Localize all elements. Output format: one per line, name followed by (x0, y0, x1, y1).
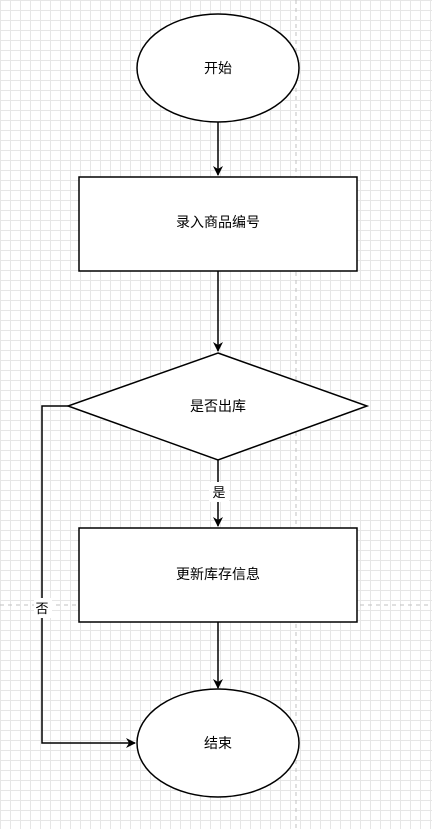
yes-label-bg (209, 482, 229, 502)
decision-diamond (65, 352, 370, 461)
no-label: 否 (35, 602, 48, 617)
start-ellipse (136, 13, 300, 123)
update-label: 更新库存信息 (176, 566, 260, 583)
yes-label: 是 (212, 486, 225, 501)
decision-node[interactable]: 是否出库 (65, 352, 370, 461)
start-node[interactable]: 开始 (136, 13, 300, 123)
no-label-bg (34, 598, 52, 618)
input-rect (78, 176, 358, 272)
input-node[interactable]: 录入商品编号 (78, 176, 358, 272)
end-ellipse (136, 688, 300, 798)
end-label: 结束 (204, 736, 232, 752)
decision-label: 是否出库 (190, 399, 246, 415)
edge-decision-no (41, 405, 136, 748)
update-rect (78, 527, 358, 623)
start-label: 开始 (204, 61, 232, 77)
end-node[interactable]: 结束 (136, 688, 300, 798)
input-label: 录入商品编号 (176, 215, 260, 231)
update-node[interactable]: 更新库存信息 (78, 527, 358, 623)
